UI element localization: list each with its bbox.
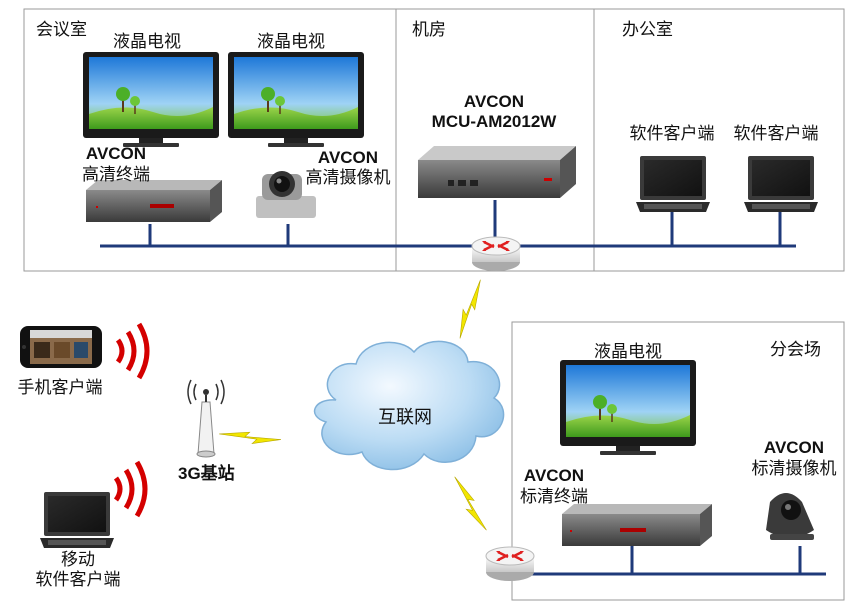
label-soft-client-1: 软件客户端 — [629, 124, 715, 144]
internet-cloud — [313, 340, 505, 471]
base-station-device — [187, 379, 225, 458]
region-label-machine-room: 机房 — [412, 20, 446, 40]
label-internet: 互联网 — [378, 407, 432, 428]
label-mobile-soft-2: 软件客户端 — [35, 570, 121, 590]
router-machine-room — [470, 235, 522, 273]
label-sd-terminal-brand: AVCON — [523, 466, 585, 485]
label-hd-camera: 高清摄像机 — [305, 168, 391, 188]
signal-waves-phone — [118, 324, 147, 378]
region-label-office: 办公室 — [622, 20, 673, 40]
lightning-bolt-bottom — [449, 473, 490, 535]
region-label-branch: 分会场 — [770, 340, 821, 360]
label-soft-client-2: 软件客户端 — [733, 124, 819, 144]
branch-region — [511, 321, 845, 601]
label-hd-terminal-brand: AVCON — [85, 144, 147, 163]
lightning-bolt-base — [218, 427, 282, 448]
lcd-tv-1 — [82, 51, 220, 148]
label-sd-terminal: 标清终端 — [520, 487, 588, 507]
label-lcd-tv-2: 液晶电视 — [257, 32, 325, 52]
hd-camera-device — [256, 171, 316, 218]
lcd-tv-2 — [227, 51, 365, 148]
sd-terminal-device — [562, 504, 712, 546]
laptop-office-2 — [744, 156, 818, 212]
hd-terminal-device — [86, 180, 222, 222]
branch-lcd-tv — [559, 359, 697, 456]
label-sd-camera-brand: AVCON — [763, 438, 825, 457]
label-mobile-client: 手机客户端 — [17, 378, 103, 398]
region-label-meeting-room: 会议室 — [36, 20, 87, 40]
label-lcd-tv-1: 液晶电视 — [113, 32, 181, 52]
mcu-device — [418, 146, 576, 198]
label-mcu-brand: AVCON — [463, 92, 525, 111]
label-branch-tv: 液晶电视 — [594, 342, 662, 362]
router-branch — [484, 545, 536, 583]
label-mobile-soft-1: 移动 — [61, 550, 95, 570]
mobile-phone-device — [20, 326, 102, 368]
label-hd-camera-brand: AVCON — [317, 148, 379, 167]
laptop-office-1 — [636, 156, 710, 212]
signal-waves-laptop — [116, 462, 145, 516]
meeting-room-region — [23, 8, 845, 272]
label-sd-camera: 标清摄像机 — [751, 459, 837, 479]
lightning-bolt-top — [452, 277, 487, 340]
laptop-mobile — [40, 492, 114, 548]
label-hd-terminal: 高清终端 — [82, 165, 150, 185]
label-base-station: 3G基站 — [178, 464, 235, 483]
sd-camera-device — [766, 493, 814, 540]
label-mcu-model: MCU-AM2012W — [431, 112, 557, 131]
